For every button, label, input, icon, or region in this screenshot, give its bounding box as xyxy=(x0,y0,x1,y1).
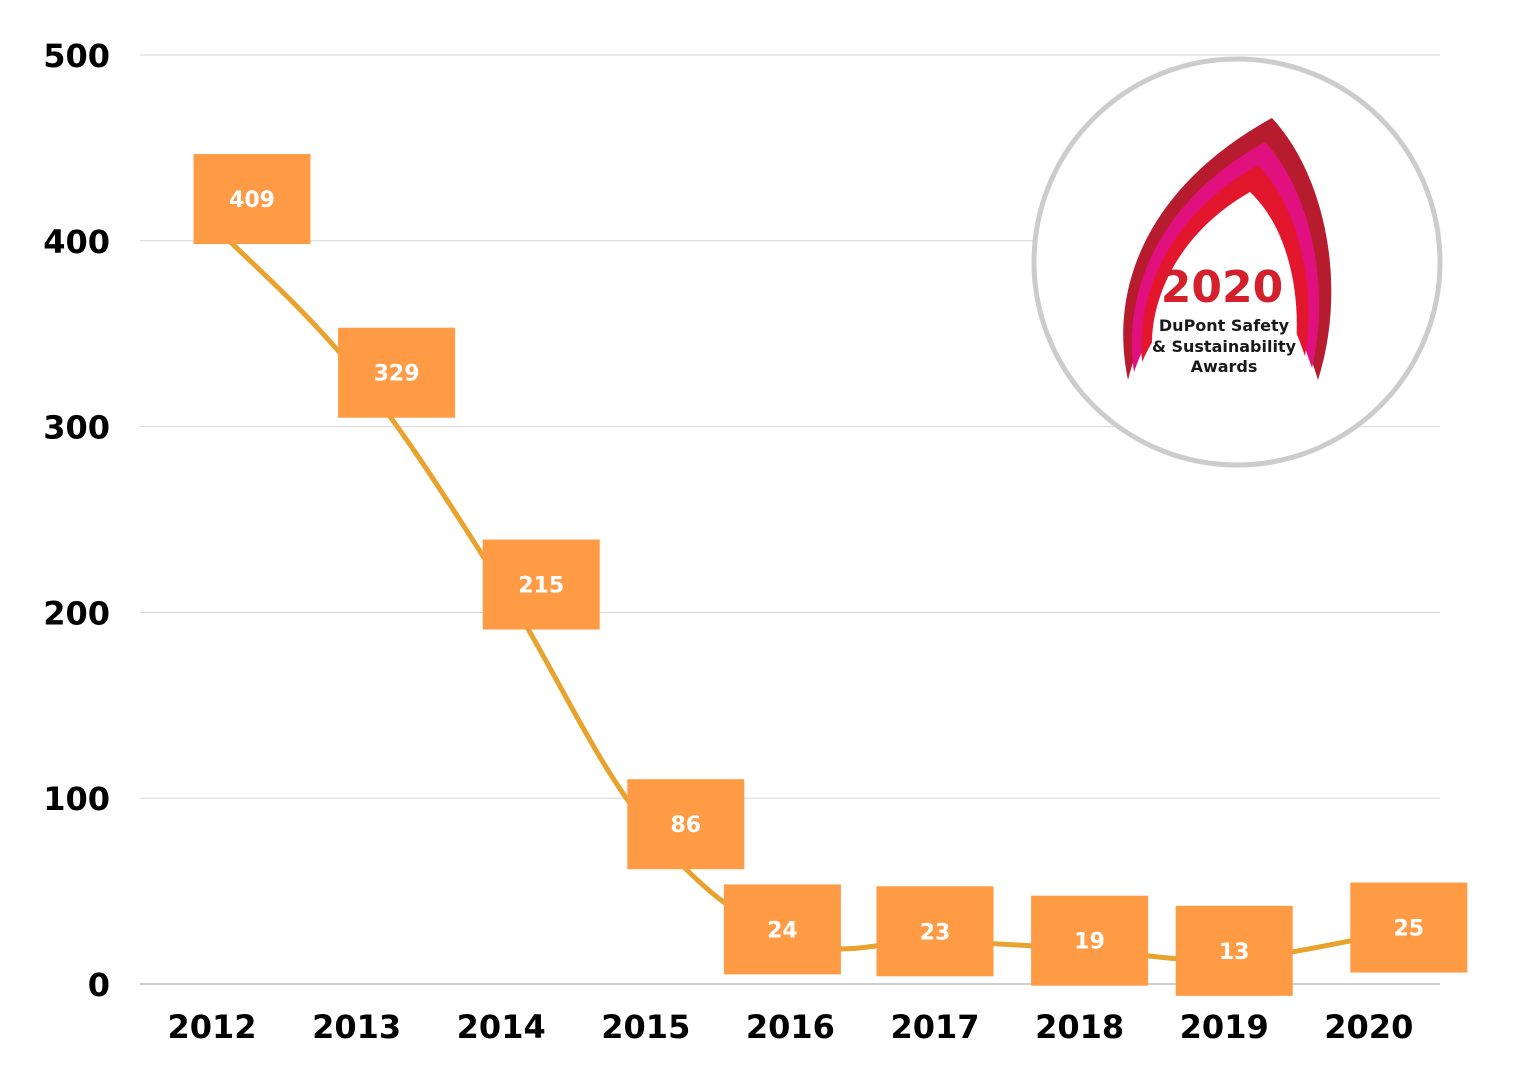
x-tick-label-2019: 2019 xyxy=(1180,1008,1269,1046)
award-badge: 2020 DuPont Safety & Sustainability Awar… xyxy=(1031,56,1443,468)
data-label-2014: 215 xyxy=(482,539,600,630)
data-label-text: 23 xyxy=(920,920,951,945)
y-tick-label-100: 100 xyxy=(43,780,110,818)
badge-line-1: DuPont Safety xyxy=(1159,316,1290,335)
x-tick-label-2016: 2016 xyxy=(746,1008,835,1046)
data-label-box xyxy=(627,779,745,870)
data-label-2019: 13 xyxy=(1175,905,1293,996)
badge-line-2: & Sustainability xyxy=(1152,337,1297,356)
x-tick-label-2015: 2015 xyxy=(601,1008,690,1046)
data-label-box xyxy=(1031,895,1149,986)
data-label-box xyxy=(338,327,456,418)
data-label-text: 215 xyxy=(518,574,564,599)
data-label-box xyxy=(482,539,600,630)
data-label-2012: 409 xyxy=(193,154,311,245)
data-label-box xyxy=(1350,882,1468,973)
x-axis: 2012 2013 2014 2015 2016 2017 2018 2019 2020 xyxy=(167,1008,1413,1046)
data-label-box xyxy=(1175,905,1293,996)
y-tick-label-400: 400 xyxy=(43,223,110,261)
y-tick-label-300: 300 xyxy=(43,409,110,447)
data-label-text: 24 xyxy=(767,918,798,943)
flame-center xyxy=(1151,192,1297,350)
data-label-text: 86 xyxy=(670,813,701,838)
data-label-2013: 329 xyxy=(338,327,456,418)
x-tick-label-2014: 2014 xyxy=(457,1008,546,1046)
badge-year: 2020 xyxy=(1161,262,1283,313)
x-tick-label-2020: 2020 xyxy=(1324,1008,1413,1046)
badge-line-3: Awards xyxy=(1191,357,1258,376)
x-tick-label-2013: 2013 xyxy=(312,1008,401,1046)
data-label-text: 25 xyxy=(1393,917,1424,942)
data-labels: 409 329 215 86 24 23 19 13 25 xyxy=(193,154,1468,996)
x-tick-label-2018: 2018 xyxy=(1035,1008,1124,1046)
data-label-2020: 25 xyxy=(1350,882,1468,973)
y-tick-label-0: 0 xyxy=(88,966,110,1004)
data-label-box xyxy=(723,884,841,975)
data-label-text: 13 xyxy=(1219,940,1250,965)
data-label-2017: 23 xyxy=(876,886,994,977)
flame-logo xyxy=(1123,118,1332,380)
y-tick-label-500: 500 xyxy=(43,37,110,75)
data-label-text: 19 xyxy=(1074,930,1105,955)
data-label-2018: 19 xyxy=(1031,895,1149,986)
x-tick-label-2017: 2017 xyxy=(890,1008,979,1046)
y-axis: 0 100 200 300 400 500 xyxy=(43,37,110,1004)
data-label-box xyxy=(193,154,311,245)
data-label-2016: 24 xyxy=(723,884,841,975)
data-label-text: 329 xyxy=(374,362,420,387)
data-label-box xyxy=(876,886,994,977)
data-label-2015: 86 xyxy=(627,779,745,870)
data-label-text: 409 xyxy=(229,188,275,213)
x-tick-label-2012: 2012 xyxy=(167,1008,256,1046)
y-tick-label-200: 200 xyxy=(43,594,110,632)
